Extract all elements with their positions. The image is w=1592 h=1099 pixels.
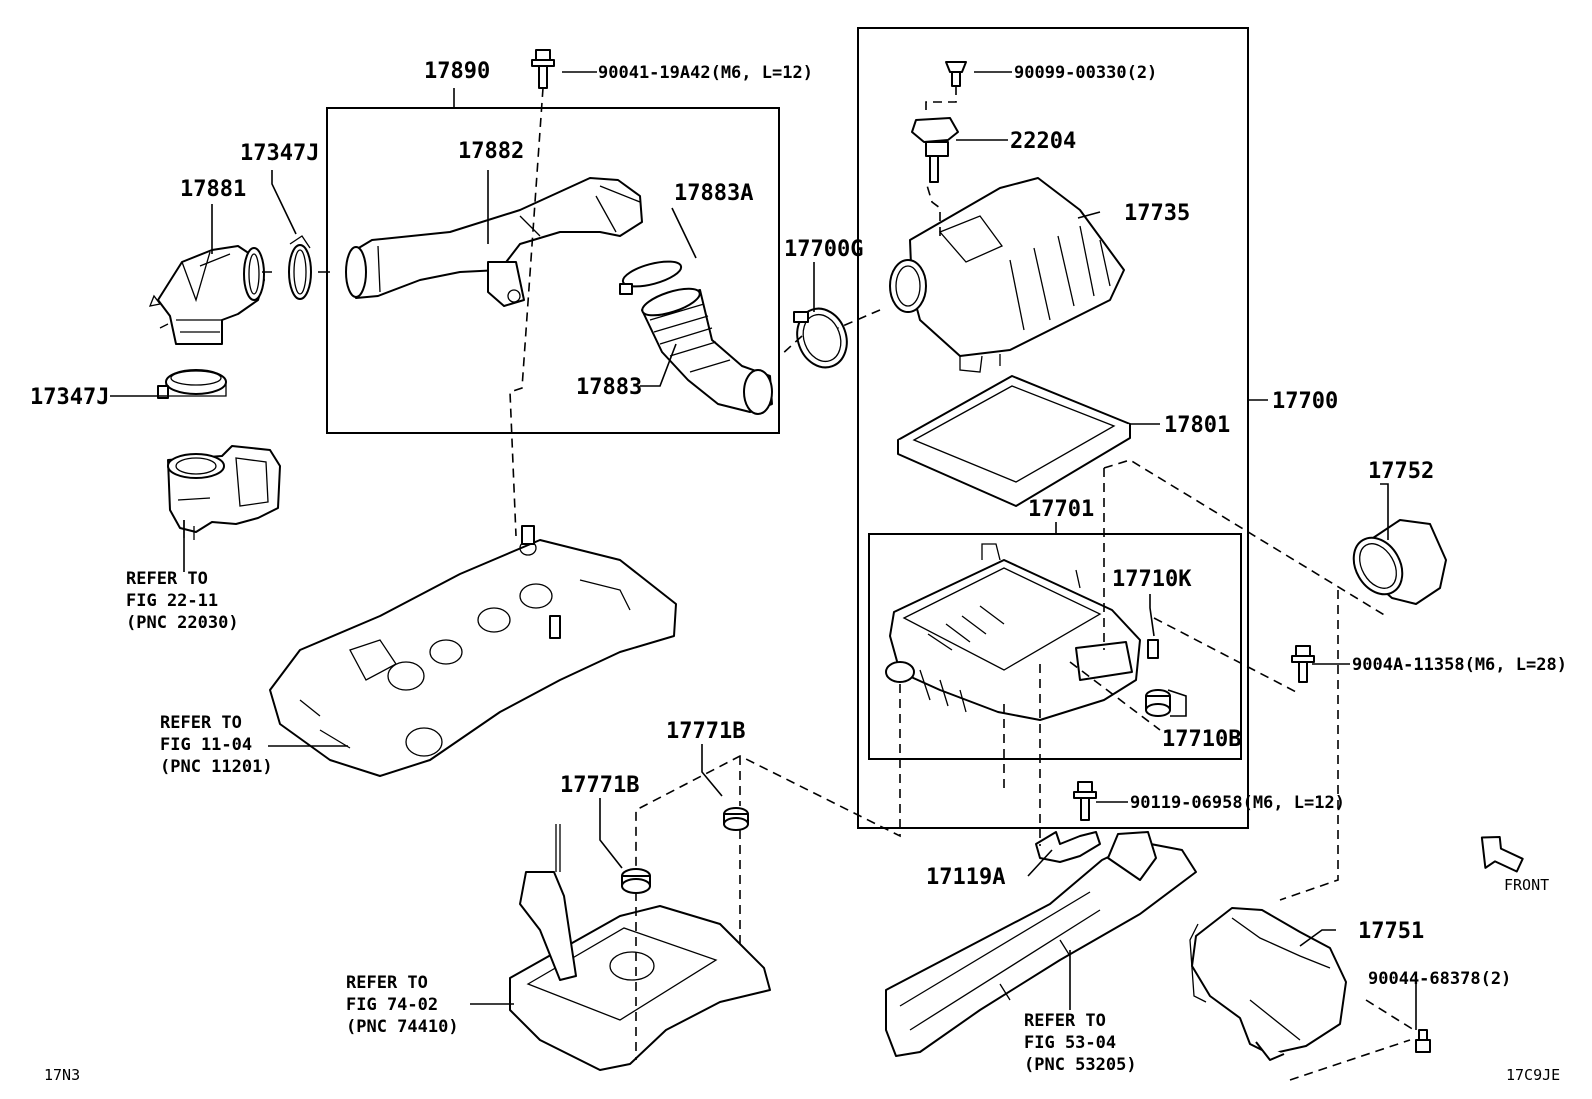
grommet-17771B-right [723,807,749,831]
front-label: FRONT [1504,876,1549,894]
air-cleaner-cover-17735 [889,177,1125,373]
label-17735: 17735 [1124,201,1190,226]
bracket-17119A [1035,831,1101,863]
intake-elbow-17881 [148,245,265,345]
svg-text:FIG 74-02: FIG 74-02 [346,995,438,1015]
group-box-17701 [868,533,1242,760]
radiator-support-frame [885,831,1197,1057]
svg-text:FIG 11-04: FIG 11-04 [160,735,252,755]
airflow-sensor-22204 [911,117,959,183]
grommet-17710K [1147,639,1159,659]
hose-clamp-17883A [619,260,683,295]
svg-text:REFER TO: REFER TO [346,973,428,993]
air-filter-element-17801 [897,375,1131,507]
label-17883A: 17883A [674,181,753,206]
label-17881: 17881 [180,177,246,202]
label-22204: 22204 [1010,129,1076,154]
battery-tray [509,824,771,1071]
label-90041: 90041-19A42(M6, L=12) [598,63,813,83]
svg-text:REFER TO: REFER TO [160,713,242,733]
svg-text:FIG 53-04: FIG 53-04 [1024,1033,1116,1053]
hose-clamp-17347J-left [157,369,227,399]
air-inlet-17752 [1352,519,1447,605]
label-17347J-left: 17347J [30,385,109,410]
label-17700G: 17700G [784,237,863,262]
label-90119: 90119-06958(M6, L=12) [1130,793,1345,813]
refer-fig-11-04: REFER TO FIG 11-04 (PNC 11201) [160,713,273,777]
label-90044: 90044-68378(2) [1368,969,1511,989]
group-box-17700 [857,27,1249,829]
bolt-9004A [1291,645,1315,683]
svg-text:REFER TO: REFER TO [126,569,208,589]
front-arrow-icon [1480,836,1524,873]
corner-code-right: 17C9JE [1506,1066,1560,1084]
label-17801: 17801 [1164,413,1230,438]
label-17700: 17700 [1272,389,1338,414]
bolt-90119 [1073,781,1097,821]
label-17347J-top: 17347J [240,141,319,166]
refer-fig-53-04: REFER TO FIG 53-04 (PNC 53205) [1024,1011,1137,1075]
grommet-17710B [1145,689,1171,717]
label-90099: 90099-00330(2) [1014,63,1157,83]
svg-text:(PNC 11201): (PNC 11201) [160,757,273,777]
label-9004A: 9004A-11358(M6, L=28) [1352,655,1567,675]
group-box-17890 [326,107,780,434]
label-17890: 17890 [424,59,490,84]
cylinder-head-cover [269,525,677,777]
svg-text:FIG 22-11: FIG 22-11 [126,591,218,611]
label-17883: 17883 [576,375,642,400]
air-cleaner-case-17701 [885,543,1141,721]
bolt-90041 [531,49,555,89]
intake-duct-17882 [345,177,643,307]
label-17119A: 17119A [926,865,1005,890]
air-duct-17751 [1189,907,1347,1061]
intake-hose-17883 [641,287,773,415]
label-17701: 17701 [1028,497,1094,522]
refer-fig-22-11: REFER TO FIG 22-11 (PNC 22030) [126,569,239,633]
label-17771B-b: 17771B [560,773,639,798]
screw-90044 [1415,1029,1431,1053]
svg-text:REFER TO: REFER TO [1024,1011,1106,1031]
svg-text:(PNC 22030): (PNC 22030) [126,613,239,633]
svg-text:(PNC 53205): (PNC 53205) [1024,1055,1137,1075]
grommet-17771B-left [621,868,651,894]
label-17710K: 17710K [1112,567,1192,592]
label-17752: 17752 [1368,459,1434,484]
hose-clamp-17700G [793,307,848,369]
hose-clamp-17347J-top [288,235,312,300]
corner-code-left: 17N3 [44,1066,80,1084]
svg-text:(PNC 74410): (PNC 74410) [346,1017,459,1037]
label-17751: 17751 [1358,919,1424,944]
screw-90099 [945,61,967,87]
label-17882: 17882 [458,139,524,164]
throttle-body [167,445,281,540]
label-17771B-a: 17771B [666,719,745,744]
refer-fig-74-02: REFER TO FIG 74-02 (PNC 74410) [346,973,459,1037]
label-17710B: 17710B [1162,727,1241,752]
